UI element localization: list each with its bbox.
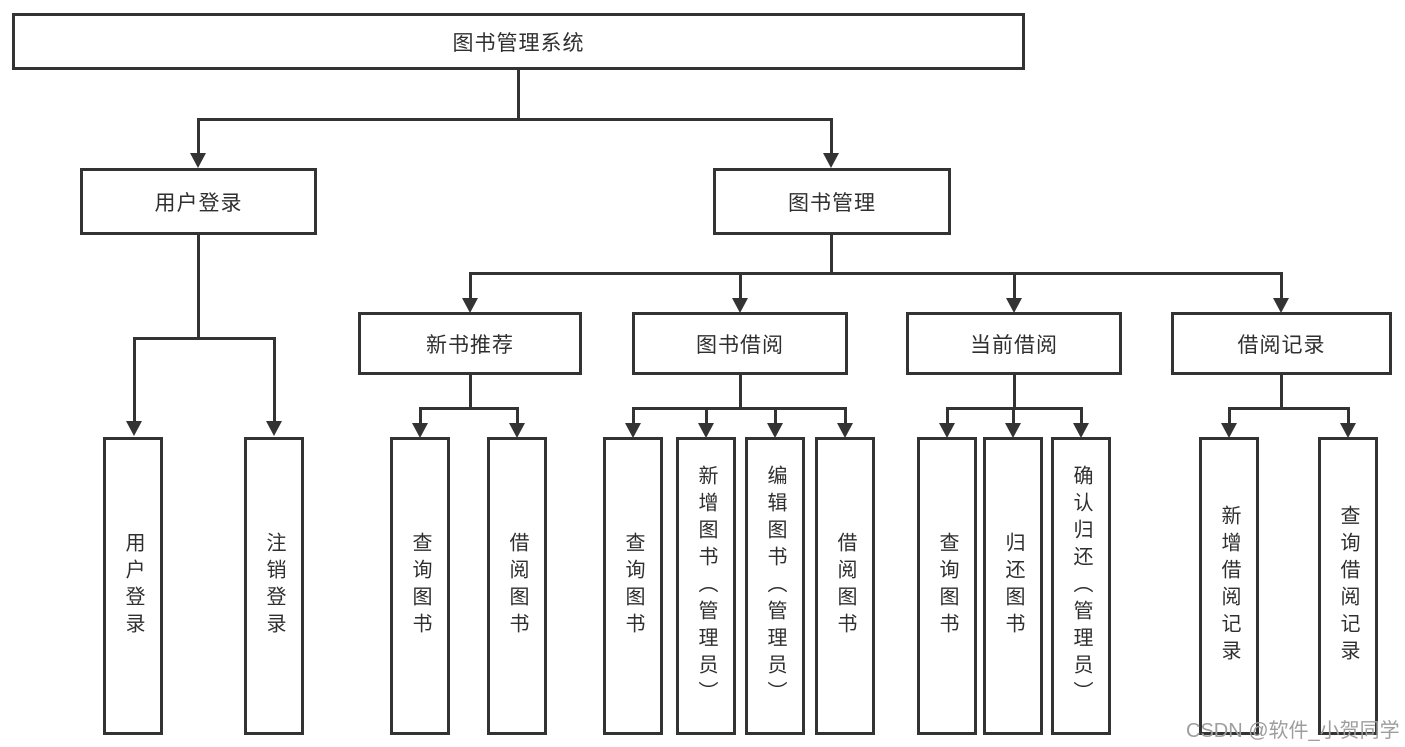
leaf-borrow-book-recommend-label: 借阅图书 bbox=[506, 532, 528, 640]
leaf-add-borrow-record-label: 新增借阅记录 bbox=[1218, 505, 1240, 667]
connector-arrow-down-icon bbox=[1006, 272, 1022, 313]
connector-arrow-down-icon bbox=[698, 407, 714, 438]
leaf-borrow-book: 借阅图书 bbox=[815, 437, 875, 735]
connector-vline bbox=[469, 375, 472, 410]
connector-arrow-down-icon bbox=[190, 118, 206, 168]
node-user-login: 用户登录 bbox=[80, 168, 317, 235]
leaf-query-book-current-label: 查询图书 bbox=[936, 532, 958, 640]
connector-arrow-down-icon bbox=[1221, 407, 1237, 438]
node-new-book-recommend: 新书推荐 bbox=[358, 312, 582, 375]
leaf-confirm-return-admin-label: 确认归还（管理员） bbox=[1070, 464, 1092, 708]
connector-arrow-down-icon bbox=[1005, 407, 1021, 438]
arrow-shaft bbox=[829, 118, 833, 156]
connector-arrow-down-icon bbox=[625, 407, 641, 438]
connector-hline bbox=[1228, 407, 1350, 410]
connector-hline bbox=[632, 407, 847, 410]
leaf-add-borrow-record: 新增借阅记录 bbox=[1199, 437, 1259, 735]
leaf-query-book-recommend-label: 查询图书 bbox=[409, 532, 431, 640]
connector-hline bbox=[946, 407, 1083, 410]
leaf-logout: 注销登录 bbox=[244, 437, 304, 735]
arrow-shaft bbox=[631, 407, 635, 426]
watermark-text: CSDN @软件_小贺同学 bbox=[1186, 720, 1400, 742]
connector-vline bbox=[517, 70, 520, 121]
connector-arrow-down-icon bbox=[462, 272, 478, 313]
connector-vline bbox=[1280, 375, 1283, 410]
node-book-management: 图书管理 bbox=[713, 168, 951, 235]
leaf-logout-label: 注销登录 bbox=[263, 532, 285, 640]
leaf-edit-book-admin-label: 编辑图书（管理员） bbox=[764, 464, 786, 708]
node-new-book-recommend-label: 新书推荐 bbox=[426, 333, 514, 357]
connector-arrow-down-icon bbox=[1340, 407, 1356, 438]
leaf-query-book-borrow: 查询图书 bbox=[603, 437, 663, 735]
connector-arrow-down-icon bbox=[732, 272, 748, 313]
leaf-add-book-admin: 新增图书（管理员） bbox=[676, 437, 736, 735]
root-node: 图书管理系统 bbox=[12, 13, 1025, 70]
leaf-query-book-borrow-label: 查询图书 bbox=[622, 532, 644, 640]
arrow-shaft bbox=[418, 407, 422, 426]
connector-arrow-down-icon bbox=[1073, 407, 1089, 438]
leaf-borrow-book-recommend: 借阅图书 bbox=[487, 437, 547, 735]
arrow-shaft bbox=[468, 272, 472, 301]
connector-vline bbox=[830, 235, 833, 275]
connector-vline bbox=[197, 235, 200, 340]
leaf-return-book-label: 归还图书 bbox=[1002, 532, 1024, 640]
leaf-confirm-return-admin: 确认归还（管理员） bbox=[1051, 437, 1111, 735]
node-borrow-records: 借阅记录 bbox=[1171, 312, 1392, 375]
node-book-management-label: 图书管理 bbox=[788, 191, 876, 215]
arrow-shaft bbox=[272, 337, 276, 424]
connector-arrow-down-icon bbox=[266, 337, 282, 436]
arrow-shaft bbox=[1011, 407, 1015, 426]
connector-hline bbox=[419, 407, 519, 410]
connector-arrow-down-icon bbox=[823, 118, 839, 168]
root-node-label: 图书管理系统 bbox=[452, 31, 585, 55]
arrow-shaft bbox=[132, 337, 136, 424]
arrow-shaft bbox=[196, 118, 200, 156]
leaf-edit-book-admin: 编辑图书（管理员） bbox=[745, 437, 805, 735]
arrow-shaft bbox=[1346, 407, 1350, 426]
connector-hline bbox=[197, 118, 833, 121]
connector-arrow-down-icon bbox=[767, 407, 783, 438]
leaf-query-borrow-record-label: 查询借阅记录 bbox=[1337, 505, 1359, 667]
arrow-shaft bbox=[738, 272, 742, 301]
arrow-shaft bbox=[1227, 407, 1231, 426]
arrow-shaft bbox=[773, 407, 777, 426]
connector-arrow-down-icon bbox=[412, 407, 428, 438]
arrow-shaft bbox=[945, 407, 949, 426]
leaf-user-login: 用户登录 bbox=[103, 437, 163, 735]
leaf-query-book-recommend: 查询图书 bbox=[390, 437, 450, 735]
connector-hline bbox=[469, 272, 1283, 275]
connector-vline bbox=[1013, 375, 1016, 410]
arrow-shaft bbox=[1012, 272, 1016, 301]
arrow-shaft bbox=[704, 407, 708, 426]
node-book-borrow-label: 图书借阅 bbox=[696, 333, 784, 357]
leaf-query-borrow-record: 查询借阅记录 bbox=[1318, 437, 1378, 735]
arrow-shaft bbox=[515, 407, 519, 426]
arrow-shaft bbox=[1279, 272, 1283, 301]
leaf-add-book-admin-label: 新增图书（管理员） bbox=[695, 464, 717, 708]
connector-arrow-down-icon bbox=[509, 407, 525, 438]
connector-arrow-down-icon bbox=[1273, 272, 1289, 313]
connector-hline bbox=[133, 337, 276, 340]
node-current-borrow-label: 当前借阅 bbox=[970, 333, 1058, 357]
leaf-borrow-book-label: 借阅图书 bbox=[834, 532, 856, 640]
connector-arrow-down-icon bbox=[939, 407, 955, 438]
arrow-shaft bbox=[1079, 407, 1083, 426]
node-user-login-label: 用户登录 bbox=[154, 191, 243, 215]
connector-vline bbox=[739, 375, 742, 410]
connector-arrow-down-icon bbox=[837, 407, 853, 438]
node-borrow-records-label: 借阅记录 bbox=[1237, 333, 1326, 357]
connector-arrow-down-icon bbox=[126, 337, 142, 436]
leaf-return-book: 归还图书 bbox=[983, 437, 1043, 735]
node-current-borrow: 当前借阅 bbox=[906, 312, 1122, 375]
node-book-borrow: 图书借阅 bbox=[632, 312, 848, 375]
leaf-user-login-label: 用户登录 bbox=[122, 532, 144, 640]
arrow-shaft bbox=[843, 407, 847, 426]
leaf-query-book-current: 查询图书 bbox=[917, 437, 977, 735]
